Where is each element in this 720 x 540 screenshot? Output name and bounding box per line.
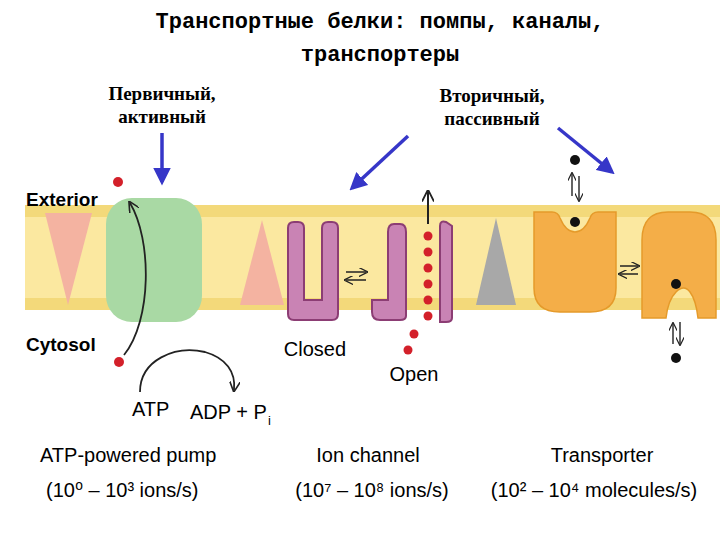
- pointer-arrow: [352, 136, 408, 188]
- rate-label: (10⁰ – 10³ ions/s): [46, 478, 199, 502]
- category-label: Первичный, активный: [87, 82, 237, 128]
- ion-dot: [424, 232, 433, 241]
- open-channel: [372, 224, 406, 320]
- molecule-dot: [671, 353, 681, 363]
- ion-dot: [404, 346, 413, 355]
- ion-dot: [410, 330, 419, 339]
- pointer-arrow: [160, 133, 164, 182]
- ion-dot: [424, 296, 433, 305]
- equilibrium-arrow: [620, 265, 638, 267]
- open-channel: [440, 222, 452, 323]
- ion-dot: [114, 357, 124, 367]
- type-label: Transporter: [551, 443, 654, 467]
- ion-dot: [424, 248, 433, 257]
- state-label: Open: [390, 362, 439, 386]
- type-label: ATP-powered pump: [40, 443, 216, 467]
- atp-arrow: [140, 350, 234, 392]
- equilibrium-arrow: [679, 322, 680, 344]
- pointer-arrow: [558, 128, 612, 172]
- type-label: Ion channel: [316, 443, 419, 467]
- molecule-dot: [570, 217, 580, 227]
- molecule-label: ADP + P: [190, 400, 267, 424]
- rate-label: (10⁷ – 10⁸ ions/s): [295, 478, 449, 502]
- transporter: [642, 212, 716, 318]
- protein-shape: [476, 218, 516, 305]
- rate-label: (10² – 10⁴ molecules/s): [491, 478, 697, 502]
- equilibrium-arrow: [346, 271, 366, 273]
- ion-dot: [424, 280, 433, 289]
- equilibrium-arrow: [672, 324, 673, 344]
- ion-dot: [113, 177, 123, 187]
- equilibrium-arrow: [578, 176, 579, 200]
- side-label: Cytosol: [26, 333, 96, 357]
- equilibrium-arrow: [620, 273, 638, 275]
- page-title: Транспортные белки: помпы, каналы, транс…: [100, 6, 660, 72]
- side-label: Exterior: [26, 188, 98, 212]
- equilibrium-arrow: [571, 174, 572, 196]
- subscript: i: [268, 414, 271, 428]
- flow-arrow: [427, 192, 429, 224]
- category-label: Вторичный, пассивный: [412, 84, 572, 130]
- closed-channel: [288, 222, 338, 320]
- molecule-dot: [570, 155, 580, 165]
- state-label: Closed: [284, 337, 346, 361]
- equilibrium-arrow: [346, 279, 366, 281]
- protein-shape: [45, 213, 92, 305]
- ion-dot: [424, 264, 433, 273]
- atp-pump: [106, 198, 202, 322]
- molecule-label: ATP: [132, 397, 169, 421]
- ion-dot: [424, 312, 433, 321]
- transporter: [534, 212, 616, 312]
- transport-arrow: [124, 203, 146, 355]
- molecule-dot: [671, 279, 681, 289]
- protein-shape: [240, 220, 284, 305]
